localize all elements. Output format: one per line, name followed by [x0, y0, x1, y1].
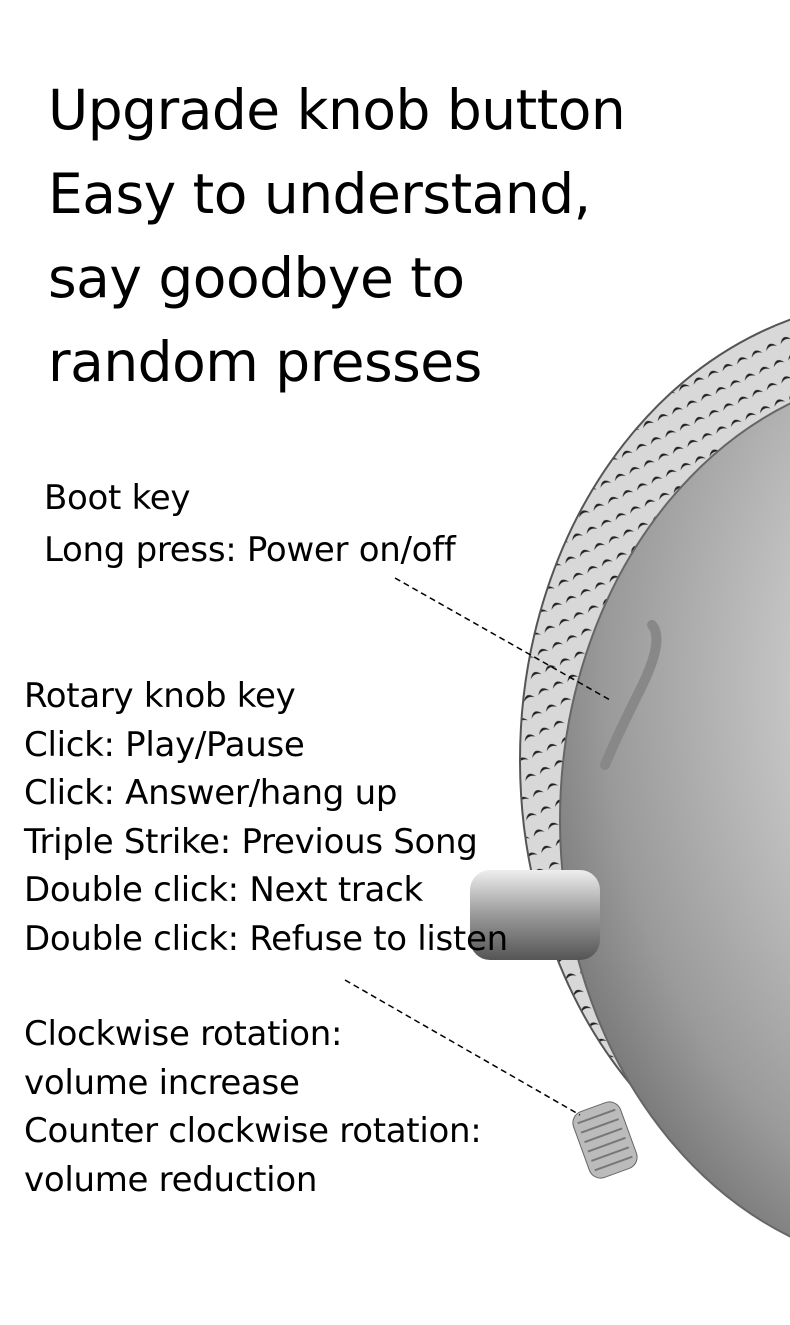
rotation-line: Counter clockwise rotation:	[24, 1111, 482, 1151]
rotary-key-title: Rotary knob key	[24, 676, 296, 716]
knob-leader	[344, 979, 581, 1116]
boot-key-leader	[394, 577, 611, 701]
boot-key-button	[600, 620, 662, 770]
rotary-key-line: Click: Answer/hang up	[24, 773, 398, 813]
headline-line: Easy to understand,	[48, 162, 591, 226]
headline-line: Upgrade knob button	[48, 78, 626, 142]
rotation-description: Clockwise rotation: volume increase Coun…	[24, 1010, 482, 1204]
rotary-key-line: Triple Strike: Previous Song	[24, 821, 478, 862]
rotary-key-description: Rotary knob key Click: Play/Pause Click:…	[24, 672, 508, 963]
headline-line: random presses	[48, 330, 482, 394]
earcup-shell	[559, 402, 790, 1238]
boot-key-description: Boot key Long press: Power on/off	[44, 472, 456, 576]
rotation-line: volume increase	[24, 1062, 300, 1103]
rotary-key-line: Double click: Next track	[24, 870, 423, 910]
rotation-line: volume reduction	[24, 1159, 318, 1200]
rotary-key-line: Click: Play/Pause	[24, 724, 305, 765]
boot-key-line: Long press: Power on/off	[44, 530, 456, 570]
rotary-knob	[572, 1101, 638, 1179]
headline-line: say goodbye to	[48, 246, 465, 310]
headline: Upgrade knob button Easy to understand, …	[48, 68, 626, 404]
boot-key-title: Boot key	[44, 478, 191, 518]
rotation-line: Clockwise rotation:	[24, 1014, 343, 1054]
headband-arm	[470, 870, 600, 960]
rotary-key-line: Double click: Refuse to listen	[24, 918, 508, 959]
